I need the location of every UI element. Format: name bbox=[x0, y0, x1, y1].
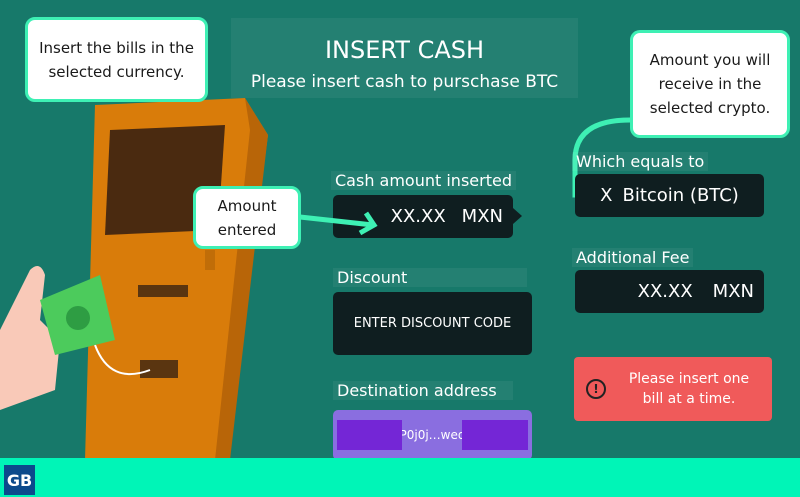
equals-label: Which equals to bbox=[572, 152, 709, 171]
gb-logo: GB bbox=[4, 465, 35, 495]
amount-receive-callout: Amount you will receive in the selected … bbox=[630, 30, 790, 138]
insert-bills-callout: Insert the bills in the selected currenc… bbox=[25, 17, 208, 102]
cash-amount: XX.XX bbox=[390, 206, 446, 227]
destination-address: P0j0j…weq bbox=[399, 428, 466, 442]
fee-amount-box: XX.XX MXN bbox=[575, 270, 764, 313]
cash-label: Cash amount inserted bbox=[331, 171, 516, 190]
page-title: INSERT CASH bbox=[324, 36, 485, 64]
redaction bbox=[337, 420, 402, 450]
crypto-name: Bitcoin (BTC) bbox=[622, 185, 739, 206]
bottom-band bbox=[0, 458, 800, 497]
warning-icon: ! bbox=[586, 379, 606, 399]
crypto-amount-box: X Bitcoin (BTC) bbox=[575, 174, 764, 217]
fee-amount: XX.XX bbox=[637, 281, 693, 302]
fee-currency: MXN bbox=[712, 281, 754, 302]
alert-banner: ! Please insert one bill at a time. bbox=[574, 357, 772, 421]
destination-address-field[interactable]: P0j0j…weq bbox=[333, 410, 532, 460]
alert-text: Please insert one bill at a time. bbox=[628, 371, 750, 407]
fee-label: Additional Fee bbox=[572, 248, 694, 267]
atm-illustration bbox=[0, 98, 268, 460]
arrow-icon bbox=[299, 211, 378, 236]
crypto-amount: X bbox=[600, 185, 613, 206]
page-subtitle: Please insert cash to purschase BTC bbox=[250, 72, 559, 92]
pointer-icon bbox=[513, 208, 522, 224]
destination-label: Destination address bbox=[333, 381, 513, 400]
header-panel: INSERT CASH Please insert cash to pursch… bbox=[231, 18, 578, 98]
discount-code-button[interactable]: ENTER DISCOUNT CODE bbox=[333, 292, 532, 355]
cash-currency: MXN bbox=[461, 206, 503, 227]
discount-label: Discount bbox=[333, 268, 527, 287]
redaction bbox=[462, 420, 528, 450]
amount-entered-callout: Amount entered bbox=[193, 186, 301, 249]
